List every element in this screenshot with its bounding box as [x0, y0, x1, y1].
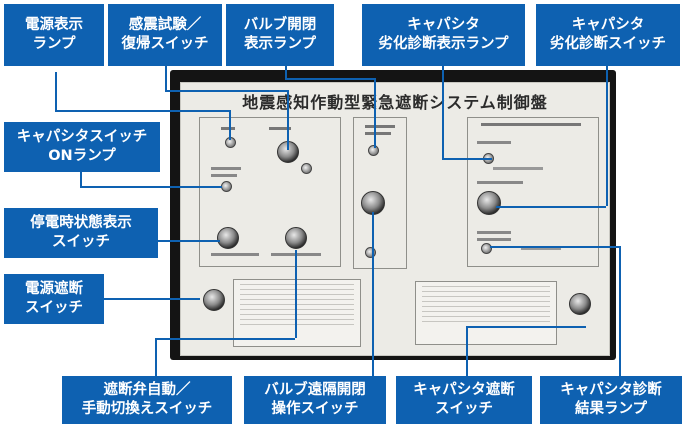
connector-line [372, 212, 374, 376]
capacitor-on-lamp [221, 181, 232, 192]
panel-marking [211, 174, 237, 177]
connector-line [619, 246, 621, 376]
capacitor-cutoff-switch[interactable] [569, 293, 591, 315]
connector-line [606, 66, 608, 206]
connector-line [155, 338, 295, 340]
label-capacitor-on-lamp: キャパシタスイッチ ONランプ [4, 122, 160, 172]
panel-marking [477, 231, 511, 234]
connector-line [287, 90, 289, 150]
connector-line [285, 66, 287, 78]
panel-marking [477, 181, 523, 184]
connector-line [104, 298, 200, 300]
connector-line [155, 338, 157, 376]
label-outage-status-switch: 停電時状態表示 スイッチ [4, 208, 158, 258]
reset-instructions-plate [233, 279, 361, 347]
power-cutoff-switch[interactable] [203, 289, 225, 311]
label-power-lamp: 電源表示 ランプ [4, 4, 104, 66]
panel-title: 地震感知作動型緊急遮断システム制御盤 [242, 93, 548, 112]
connector-line [55, 72, 57, 110]
label-quake-test-switch: 感震試験／ 復帰スイッチ [108, 4, 222, 66]
control-panel: 地震感知作動型緊急遮断システム制御盤 [180, 82, 610, 356]
quake-indicator-lamp [301, 163, 312, 174]
valve-group-box [353, 117, 407, 269]
label-capacitor-result-lamp: キャパシタ診断 結果ランプ [540, 376, 682, 424]
panel-marking [211, 167, 241, 170]
label-capacitor-diag-switch: キャパシタ 劣化診断スイッチ [536, 4, 680, 66]
connector-line [229, 110, 231, 140]
label-valve-lamp: バルブ開閉 表示ランプ [226, 4, 334, 66]
connector-line [466, 326, 586, 328]
connector-line [165, 90, 287, 92]
connector-line [496, 206, 606, 208]
panel-marking [477, 141, 511, 144]
connector-line [80, 172, 82, 186]
label-valve-remote-switch: バルブ遠隔開閉 操作スイッチ [244, 376, 386, 424]
connector-line [80, 186, 222, 188]
connector-line [55, 110, 229, 112]
connector-line [295, 250, 297, 338]
panel-marking [477, 238, 511, 241]
label-capacitor-diag-lamp: キャパシタ 劣化診断表示ランプ [362, 4, 525, 66]
panel-marking [365, 125, 395, 128]
panel-marking [493, 167, 543, 170]
valve-mode-switch[interactable] [285, 227, 307, 249]
capacitor-diag-switch[interactable] [477, 191, 501, 215]
connector-line [158, 240, 220, 242]
valve-open-lamp [368, 145, 379, 156]
panel-marking [481, 123, 581, 126]
power-lamp [225, 137, 236, 148]
label-valve-mode-switch: 遮断弁自動／ 手動切換えスイッチ [62, 376, 232, 424]
connector-line [374, 78, 376, 148]
panel-marking [365, 132, 391, 135]
panel-marking [221, 127, 235, 130]
capacitor-group-box [467, 117, 599, 267]
label-capacitor-cutoff-switch: キャパシタ遮断 スイッチ [396, 376, 532, 424]
outage-status-switch[interactable] [217, 227, 239, 249]
connector-line [442, 66, 444, 158]
valve-closed-lamp [365, 247, 376, 258]
left-group-box [199, 117, 341, 267]
capacitor-diag-instructions-plate [415, 281, 557, 345]
panel-marking [211, 253, 259, 256]
label-power-cutoff-switch: 電源遮断 スイッチ [4, 274, 104, 324]
connector-line [466, 326, 468, 376]
panel-marking [269, 127, 291, 130]
connector-line [442, 158, 492, 160]
connector-line [165, 66, 167, 90]
panel-marking [521, 247, 561, 250]
connector-line [490, 246, 619, 248]
connector-line [285, 78, 374, 80]
capacitor-result-lamp [481, 243, 492, 254]
